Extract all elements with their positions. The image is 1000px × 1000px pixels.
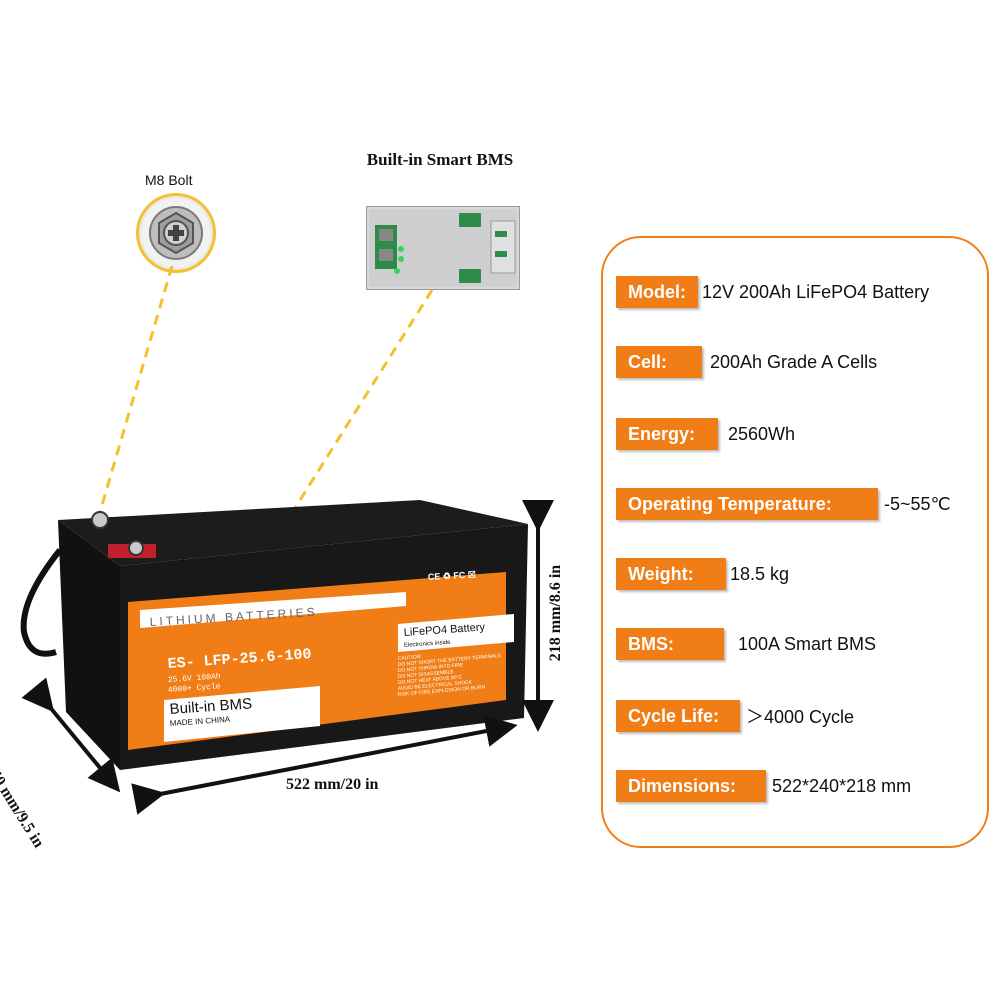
width-arrow [21, 677, 121, 793]
spec-panel [601, 236, 989, 848]
spec-label: Cycle Life: [616, 700, 740, 732]
spec-label: Weight: [616, 558, 726, 590]
chem-title: LiFePO4 Battery [403, 621, 485, 639]
spec-row-weight: Weight: 18.5 kg [616, 558, 789, 590]
height-dimension-label: 218 mm/8.6 in [547, 564, 564, 662]
spec-label: Dimensions: [616, 770, 766, 802]
caution-line: DO NOT HEAT ABOVE 80°C [398, 674, 463, 686]
spec-value: 522*240*218 mm [772, 775, 912, 796]
battery-top [58, 500, 528, 566]
spec-label: Cell: [616, 346, 702, 378]
spec-value: ＞4000 Cycle [746, 707, 855, 727]
spec-label: BMS: [616, 628, 724, 660]
m8-bolt-icon [136, 193, 216, 273]
spec-value: -5~55℃ [884, 493, 951, 514]
cert-marks: CE ♻ FC ☒ [428, 569, 477, 582]
spec-value: 100A Smart BMS [738, 633, 877, 654]
bolt-graphic-icon [149, 206, 203, 260]
brand-band-bg [140, 592, 406, 628]
spec-row-temperature: Operating Temperature: -5~55℃ [616, 488, 951, 520]
spec-value: 12V 200Ah LiFePO4 Battery [702, 281, 930, 302]
spec-label: Model: [616, 276, 698, 308]
bms-title: Built-in Smart BMS [366, 150, 514, 169]
bms-circuit-icon [369, 209, 517, 287]
m8-bolt-label: M8 Bolt [145, 172, 193, 188]
bolt-callout-line [98, 265, 174, 513]
battery-illustration: LITHIUM BATTERIES ES- LFP-25.6-100 25.6V… [20, 265, 554, 815]
caution-line: DO NOT DISASSEMBLE [398, 669, 455, 680]
bms-box-title: Built-in BMS [169, 695, 253, 718]
spec-row-cycle-life: Cycle Life: ＞4000 Cycle [616, 700, 854, 732]
length-dimension-label: 522 mm/20 in [286, 776, 379, 793]
spec-row-model: Model: 12V 200Ah LiFePO4 Battery [616, 276, 929, 308]
chem-sub: Electronics inside [404, 640, 452, 649]
spec-label: Energy: [616, 418, 718, 450]
bms-callout-line [288, 289, 434, 517]
rating-line-1: 25.6V 100Ah [168, 672, 222, 685]
length-arrow [131, 715, 518, 815]
rating-line-2: 4000+ Cycle [168, 682, 222, 695]
spec-value: 200Ah Grade A Cells [710, 351, 878, 372]
terminal-positive-icon [128, 540, 144, 556]
spec-row-cell: Cell: 200Ah Grade A Cells [616, 346, 877, 378]
chem-box-bg [398, 614, 514, 652]
bms-board-image [366, 206, 520, 290]
spec-label: Operating Temperature: [616, 488, 878, 520]
battery-handle [20, 548, 63, 657]
spec-value: 2560Wh [728, 423, 796, 444]
spec-row-energy: Energy: 2560Wh [616, 418, 795, 450]
caution-line: DO NOT THROW INTO FIRE [398, 662, 464, 674]
spec-row-bms: BMS: 100A Smart BMS [616, 628, 876, 660]
caution-line: CAUTION: [398, 654, 422, 662]
spec-row-dimensions: Dimensions: 522*240*218 mm [616, 770, 911, 802]
terminal-negative-icon [91, 511, 109, 529]
spec-value: 18.5 kg [730, 563, 790, 584]
